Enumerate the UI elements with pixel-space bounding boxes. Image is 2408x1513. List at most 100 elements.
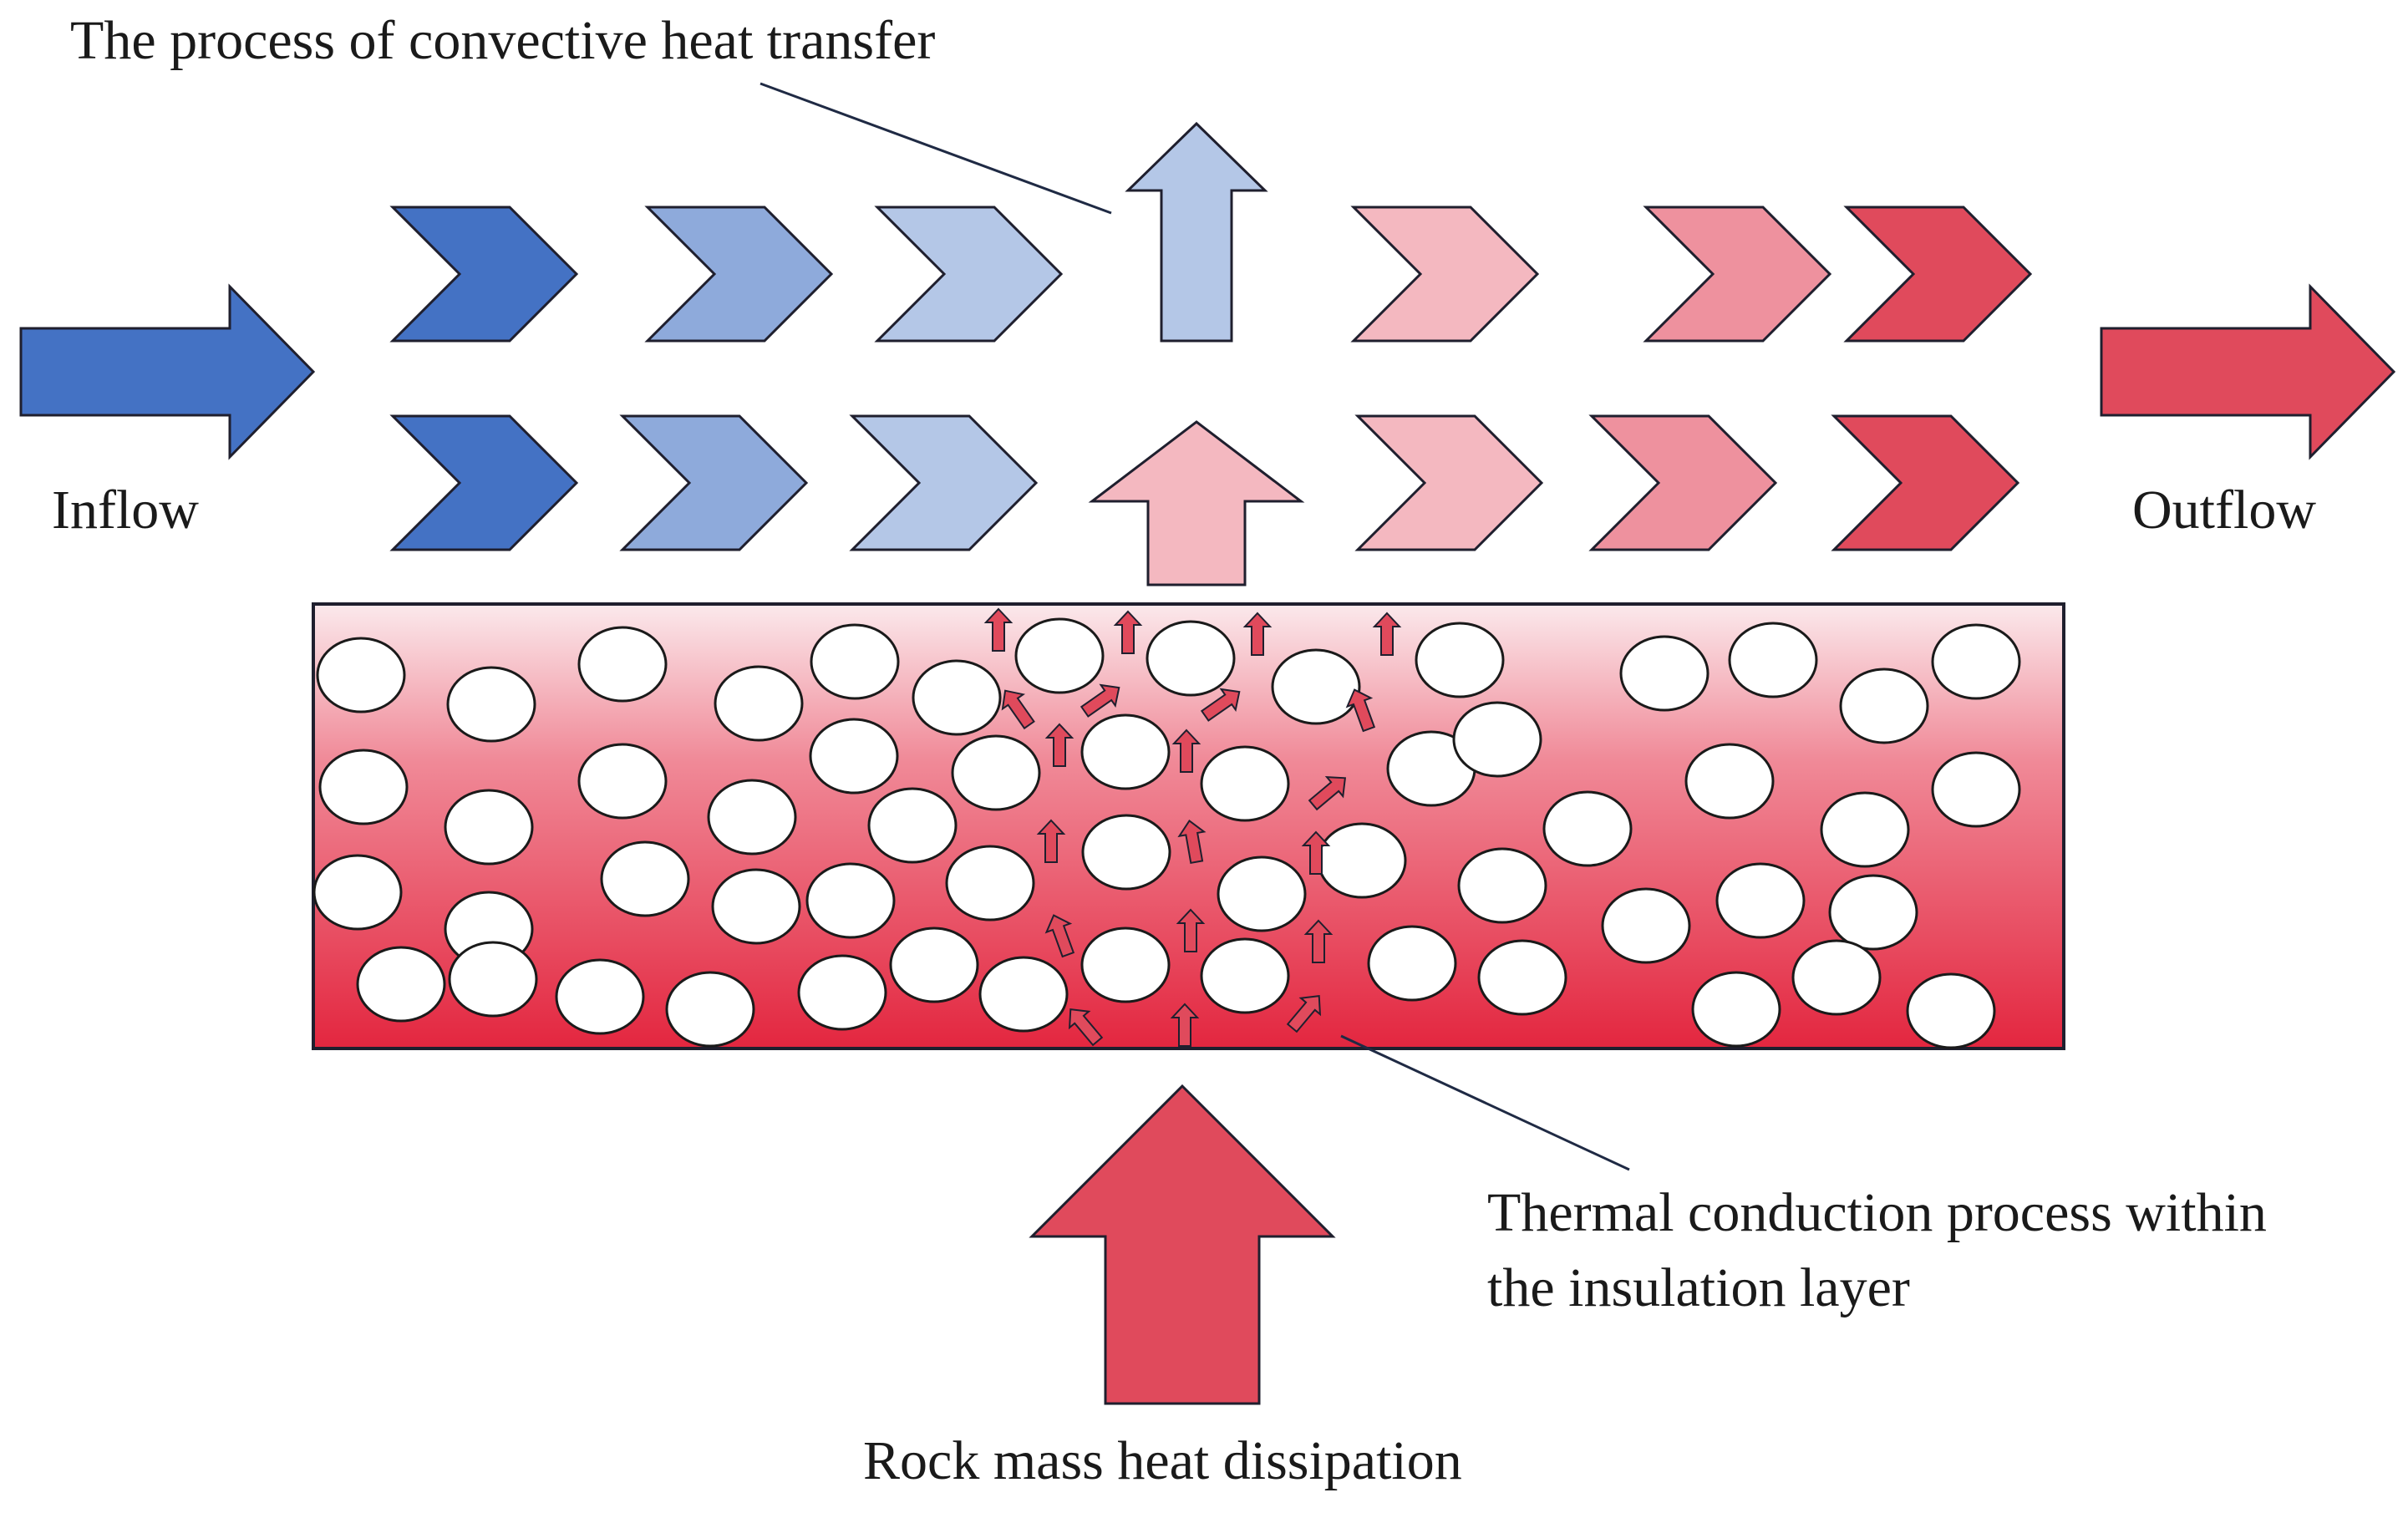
pore-icon [951,734,1041,811]
pore-icon [1271,648,1361,725]
chevron-right-icon [619,414,809,551]
pore-icon [912,659,1002,736]
conduction-arrow-icon [1036,819,1066,863]
conduction-arrow-icon [1301,830,1331,875]
pore-icon [1217,856,1307,932]
pore-icon [1080,713,1171,790]
pore-icon [1081,814,1171,891]
conduction-arrow-icon [1170,1003,1200,1047]
pore-icon [1457,847,1547,924]
pore-icon [1828,874,1918,951]
conduction-arrow-icon [1001,689,1035,730]
conduction-arrow-icon [1345,688,1376,733]
conduction-arrow-icon [1308,775,1347,811]
conduction-arrow-icon [1036,819,1066,863]
chevron-right-icon [644,206,834,343]
pore-icon [1791,939,1882,1016]
pore-icon [577,743,668,820]
rock-label: Rock mass heat dissipation [863,1430,1462,1491]
conduction-arrow-icon [1170,1003,1200,1047]
outflow-label: Outflow [2132,480,2316,541]
chevron-right-icon [849,414,1039,551]
pore-icon [1014,617,1105,694]
conduction-arrows [983,607,1402,1047]
pores [312,617,2021,1049]
pore-icon [711,868,801,945]
pore-icon [1820,791,1910,868]
rock-heat-arrow-icon [1029,1084,1336,1405]
chevron-right-icon [1843,206,2033,343]
chevron-right-icon [1350,206,1540,343]
pore-icon [1200,745,1290,822]
conduction-arrow-icon [983,607,1013,652]
conduction-arrow-icon [1372,612,1402,656]
conduction-arrow-icon [1372,612,1402,656]
pore-icon [1691,971,1781,1048]
pore-icon [714,665,804,742]
pore-icon [810,623,900,700]
conduction-arrow-icon [1044,914,1075,958]
conduction-arrow-icon [1001,689,1035,730]
chevron-right-icon [1831,414,2020,551]
pore-icon [1715,862,1806,939]
pore-icon [1931,623,2021,700]
pore-icon [312,854,403,931]
pore-icon [356,946,446,1023]
pore-icon [1684,743,1775,820]
convective-label: The process of convective heat transfer [70,10,935,71]
conduction-arrow-icon [1044,723,1074,767]
chevron-right-icon [1643,206,1832,343]
conduction-arrow-icon [1171,729,1201,773]
convective-leader-line [759,82,1112,215]
conduction-arrow-icon [1044,723,1074,767]
pore-icon [446,666,536,743]
conduction-arrow-icon [1200,688,1241,722]
pore-icon [1367,925,1457,1002]
pore-icon [805,862,896,939]
pore-icon [1317,822,1407,899]
insulation-layer [312,602,2065,1050]
conduction-arrow-icon [1345,688,1376,733]
conduction-arrow-icon [1177,819,1207,865]
conduction-arrow-icon [1113,610,1143,654]
conduction-arrow-icon [1176,908,1206,952]
conduction-label-line1: Thermal conduction process within [1487,1182,2267,1243]
conduction-arrow-icon [1303,919,1334,963]
pore-icon [1477,939,1567,1016]
pore-icon [1542,790,1633,867]
conduction-arrow-icon [1113,610,1143,654]
pore-icon [889,927,979,1003]
pore-icon [1728,622,1818,698]
conduction-arrow-icon [1242,612,1273,656]
pore-icon [809,718,899,795]
conduction-arrow-icon [1044,914,1075,958]
pore-icon [1601,887,1691,964]
pore-icon [1146,620,1236,697]
pore-icon [945,845,1035,922]
pore-icon [1415,622,1505,698]
conduction-arrow-icon [1068,1008,1104,1047]
pore-icon [1931,751,2021,828]
pore-icon [316,637,406,713]
chevron-right-icon [389,206,579,343]
pore-icon [318,749,409,825]
pore-icon [444,789,534,866]
pore-icon [1619,635,1709,712]
pore-icon [577,626,668,703]
conduction-arrow-icon [983,607,1013,652]
chevron-right-icon [874,206,1064,343]
pore-icon [600,840,690,917]
chevron-right-icon [1588,414,1778,551]
pore-icon [1200,937,1290,1014]
conduction-arrow-icon [1286,994,1322,1033]
flow-arrows [19,121,2396,1405]
pore-icon [978,956,1069,1033]
pore-icon [1906,972,1996,1049]
conduction-arrow-icon [1171,729,1201,773]
conduction-arrow-icon [1176,908,1206,952]
conduction-arrow-icon [1080,683,1120,718]
conduction-leader-line [1340,1034,1630,1171]
heat-up-arrow-icon [1088,420,1305,586]
outflow-arrow-icon [2100,283,2396,460]
